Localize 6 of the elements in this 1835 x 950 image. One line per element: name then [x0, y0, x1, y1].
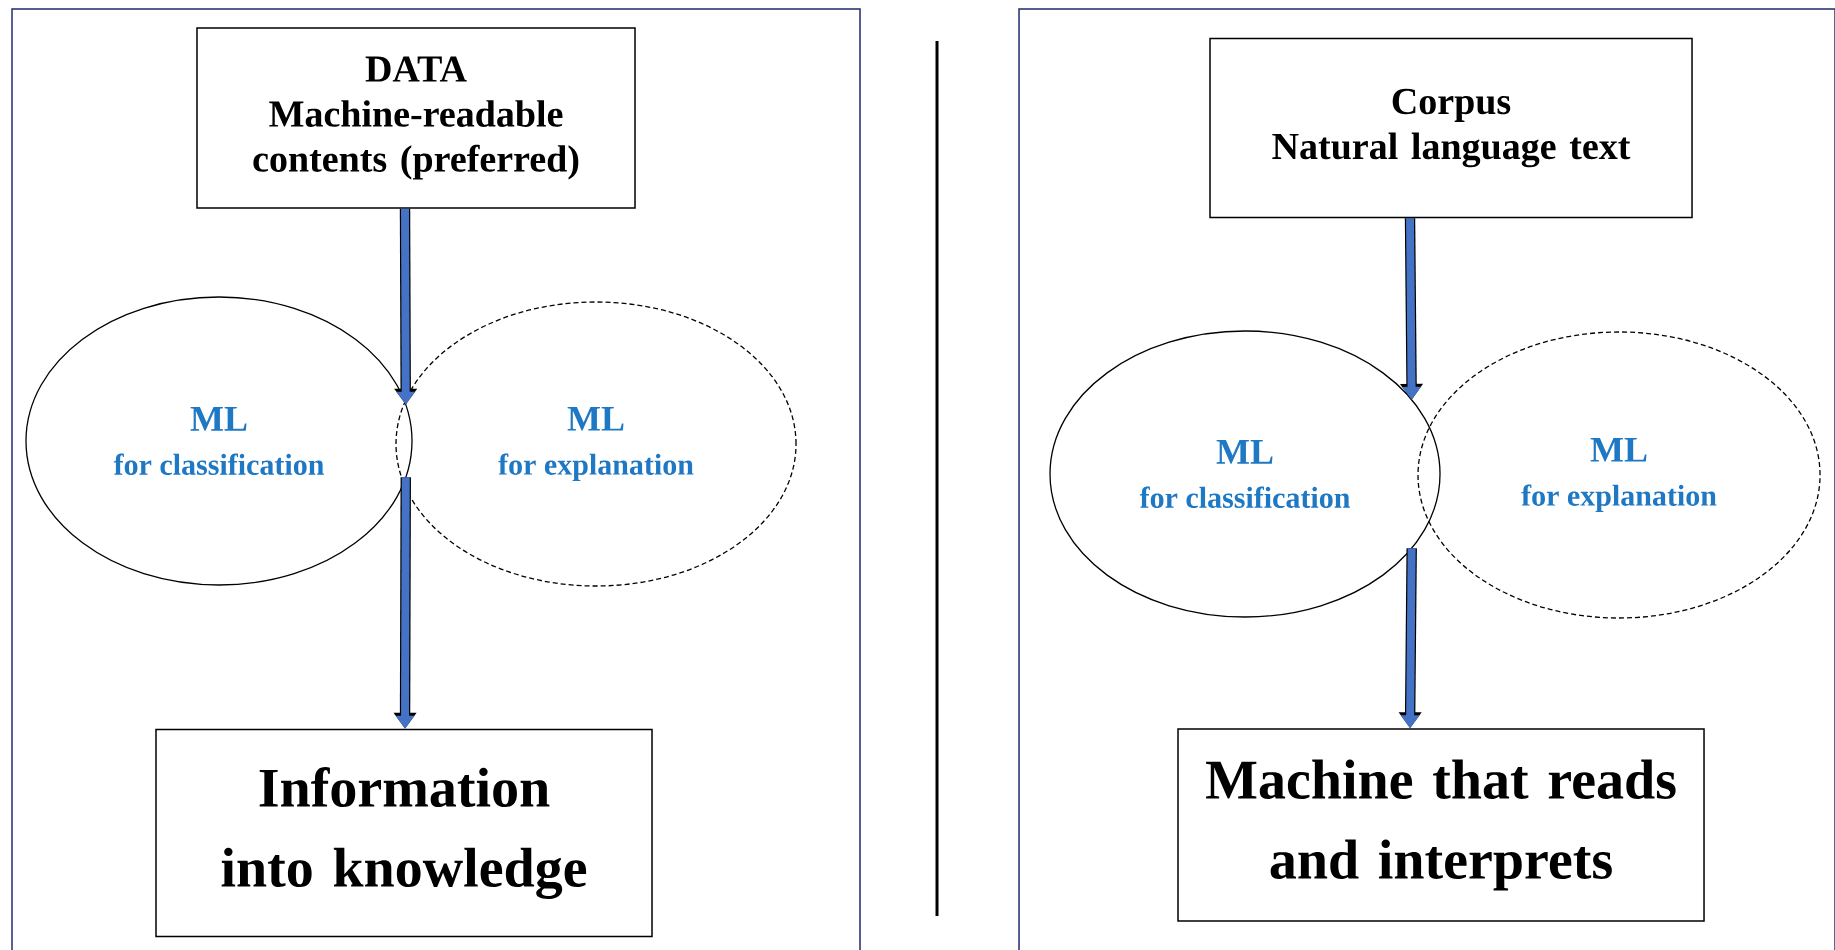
result-box: Information into knowledge — [155, 728, 653, 938]
result-box: Machine that reads and interprets — [1177, 728, 1705, 922]
text-box: DATA Machine-readable contents (preferred) — [196, 27, 636, 209]
text-box: Corpus Natural language text — [1209, 37, 1693, 219]
panel-frame — [1018, 8, 1835, 950]
panel-frame — [11, 8, 861, 950]
